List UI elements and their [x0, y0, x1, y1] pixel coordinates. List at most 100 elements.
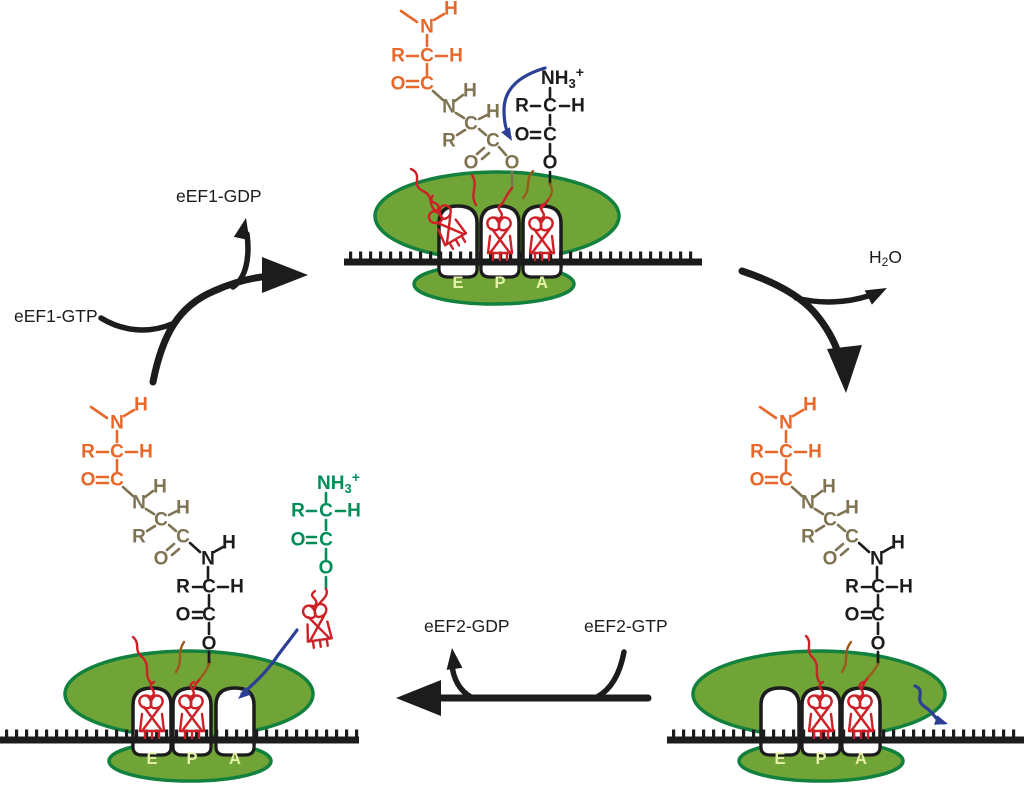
bond	[791, 408, 805, 418]
atom-o: O	[176, 605, 191, 626]
mrna-tick	[892, 729, 896, 737]
atom-o: O	[81, 470, 96, 491]
atom-h: H	[899, 577, 913, 598]
site-slot-bottom-a	[214, 738, 256, 757]
atom-nh3-plus: NH3+	[317, 469, 360, 496]
bond	[790, 485, 804, 498]
mrna-tick	[619, 251, 623, 259]
atom-o: O	[202, 634, 217, 655]
atom-n: N	[132, 493, 146, 514]
bond	[812, 489, 824, 499]
atom-c: C	[319, 501, 333, 522]
mrna-tick	[359, 251, 363, 259]
atom-c: C	[823, 510, 837, 531]
mrna-tick	[752, 729, 756, 737]
mrna-tick	[205, 729, 209, 737]
atom-c: C	[543, 125, 557, 146]
atom-c: C	[779, 442, 793, 463]
bond	[857, 541, 871, 554]
mrna-tick	[45, 729, 49, 737]
bond	[813, 507, 825, 516]
mrna-tick	[399, 251, 403, 259]
atom-h: H	[891, 533, 905, 554]
site-letter-p: P	[494, 274, 505, 292]
atom-c: C	[202, 605, 216, 626]
atom-n: N	[442, 97, 456, 118]
connector-squiggle	[860, 677, 869, 690]
mrna-tick	[922, 729, 926, 737]
mrna-tick	[872, 729, 876, 737]
arrow-incoming-to-a	[240, 628, 299, 696]
mrna-tick	[75, 729, 79, 737]
atom-h: H	[486, 102, 500, 123]
mrna-tick	[679, 251, 683, 259]
atom-o: O	[464, 153, 479, 174]
mrna-tick	[549, 251, 553, 259]
atom-c: C	[420, 74, 434, 95]
arrow-eef2-gdp-out	[449, 661, 474, 700]
atom-n: N	[870, 549, 884, 570]
mrna-tick	[25, 729, 29, 737]
mrna-tick	[599, 251, 603, 259]
atom-o: O	[871, 634, 886, 655]
mrna-tick	[842, 729, 846, 737]
atom-n: N	[779, 413, 793, 434]
mrna-tick	[335, 729, 339, 737]
h2o-h: H	[869, 247, 882, 267]
mrna-tick	[345, 729, 349, 737]
atom-o: O	[505, 153, 520, 174]
mrna-tick	[782, 729, 786, 737]
bond	[455, 128, 467, 137]
mrna	[0, 736, 359, 744]
atom-c: C	[110, 470, 124, 491]
site-slot-bottom-p	[800, 738, 842, 757]
mrna-tick	[245, 729, 249, 737]
atom-r: R	[291, 501, 305, 522]
connector-squiggle	[197, 662, 211, 682]
site-slot-bottom-e	[131, 738, 173, 757]
atom-h: H	[463, 81, 477, 102]
mrna-tick	[629, 251, 633, 259]
mrna-tick	[792, 729, 796, 737]
label-eef2-gtp: eEF2-GTP	[584, 616, 668, 636]
arrowhead-h2o	[864, 288, 887, 305]
mrna-tick	[569, 251, 573, 259]
mrna-tick	[65, 729, 69, 737]
connector-squiggle	[804, 634, 823, 686]
mrna-tick	[95, 729, 99, 737]
atom-nh3-plus: NH3+	[541, 64, 584, 91]
arrowhead-eef1-main	[262, 257, 308, 293]
bond	[143, 489, 155, 499]
site-slot-bottom-a	[521, 260, 563, 279]
site-letter-p: P	[815, 750, 826, 768]
mrna-tick	[672, 729, 676, 737]
mrna-tick	[509, 251, 513, 259]
atom-h: H	[222, 533, 236, 554]
mrna-tick	[155, 729, 159, 737]
atom-c: C	[319, 530, 333, 551]
mrna-tick	[982, 729, 986, 737]
mrna-tick	[1002, 729, 1006, 737]
atom-o: O	[543, 153, 558, 174]
label-eef1-gdp: eEF1-GDP	[176, 186, 262, 206]
mrna-tick	[165, 729, 169, 737]
mrna-tick	[195, 729, 199, 737]
mrna-tick	[35, 729, 39, 737]
label-eef2-gdp: eEF2-GDP	[424, 616, 510, 636]
mrna-tick	[409, 251, 413, 259]
mrna-tick	[932, 729, 936, 737]
site-letter-e: E	[774, 750, 785, 768]
mrna-tick	[609, 251, 613, 259]
mrna-tick	[722, 729, 726, 737]
mrna-tick	[902, 729, 906, 737]
bond	[165, 542, 176, 552]
site-letter-a: A	[229, 750, 241, 768]
mrna-tick	[325, 729, 329, 737]
mrna-tick	[1012, 729, 1016, 737]
atom-h: H	[845, 498, 859, 519]
connector-squiggle	[174, 640, 186, 674]
